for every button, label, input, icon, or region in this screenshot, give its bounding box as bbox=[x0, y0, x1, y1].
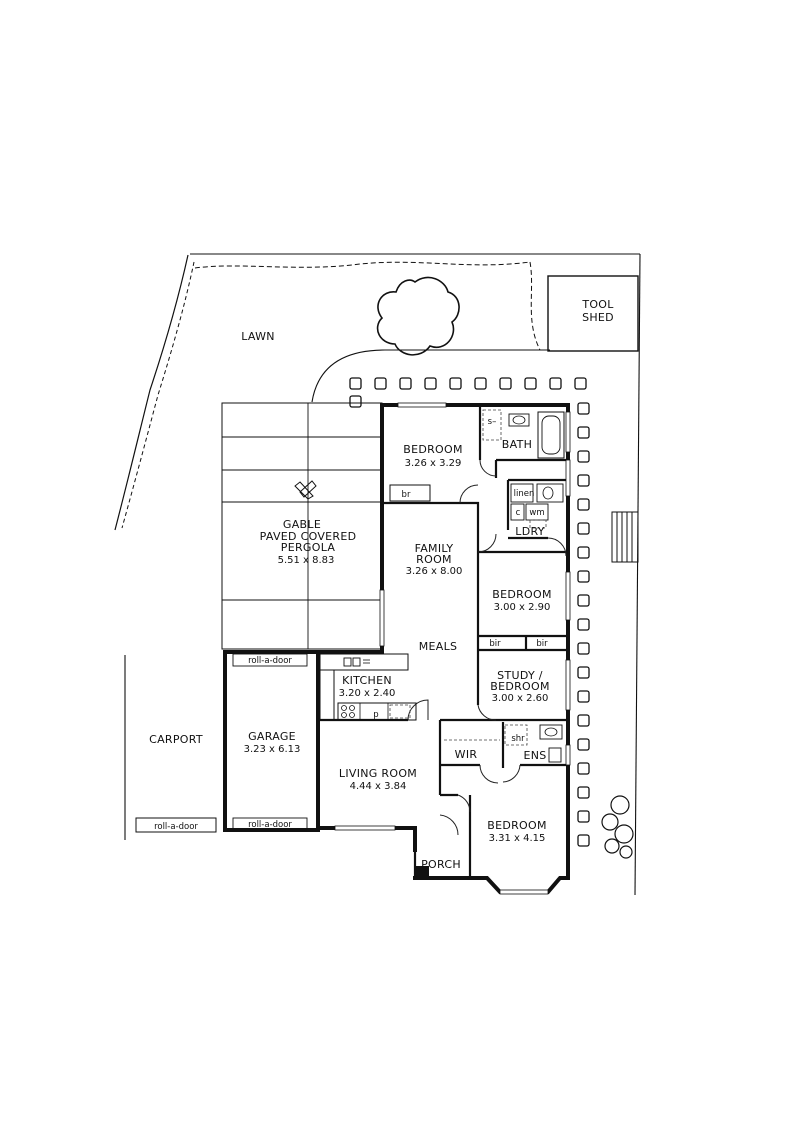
ensuite-shower-label: shr bbox=[511, 734, 525, 744]
paver-stone bbox=[577, 618, 590, 631]
paver-stone bbox=[577, 426, 590, 439]
property-boundary bbox=[114, 253, 641, 896]
wm-label: wm bbox=[529, 508, 544, 518]
paver-stone bbox=[577, 690, 590, 703]
linen-label: linen bbox=[514, 489, 535, 499]
windows bbox=[334, 402, 571, 895]
paver-stone bbox=[577, 714, 590, 727]
bath-shower-label: s– bbox=[488, 417, 497, 427]
porch-label: PORCH bbox=[421, 858, 461, 871]
shrub-icon bbox=[601, 795, 634, 859]
paver-stone bbox=[524, 377, 537, 390]
br-label: br bbox=[402, 490, 411, 500]
garage-dims: 3.23 x 6.13 bbox=[244, 744, 301, 755]
ensuite-fixtures bbox=[504, 724, 563, 763]
paver-stone bbox=[577, 786, 590, 799]
paver-stone bbox=[577, 498, 590, 511]
laundry-fixtures bbox=[510, 483, 564, 529]
paver-stone bbox=[577, 810, 590, 823]
c-label: c bbox=[516, 508, 521, 518]
master-bedroom-label: BEDROOM bbox=[487, 819, 547, 832]
tool-shed: TOOL SHED bbox=[547, 275, 639, 352]
living-room-label: LIVING ROOM bbox=[339, 767, 417, 780]
carport-label: CARPORT bbox=[149, 733, 203, 746]
paver-stone bbox=[577, 546, 590, 559]
tool-shed-label-2: SHED bbox=[582, 311, 614, 324]
family-room-label-2: ROOM bbox=[416, 553, 452, 566]
pergola-line1: GABLE bbox=[283, 518, 321, 531]
paver-stone bbox=[374, 377, 387, 390]
garage-label: GARAGE bbox=[248, 730, 296, 743]
kitchen-fixtures bbox=[319, 653, 417, 721]
paver-stone bbox=[349, 377, 362, 390]
paver-stone bbox=[577, 402, 590, 415]
laundry-label: LDRY bbox=[515, 525, 544, 538]
pergola-line2: PAVED COVERED bbox=[260, 530, 357, 543]
pergola: GABLE PAVED COVERED PERGOLA 5.51 x 8.83 bbox=[221, 402, 383, 650]
pergola-line3: PERGOLA bbox=[281, 541, 336, 554]
kitchen-dims: 3.20 x 2.40 bbox=[339, 688, 396, 699]
bath-label: BATH bbox=[502, 438, 532, 451]
family-room-label-1: FAMILY bbox=[415, 542, 454, 555]
paver-stone bbox=[577, 834, 590, 847]
study-label-1: STUDY / bbox=[497, 669, 543, 682]
bath-fixtures bbox=[482, 409, 565, 459]
kitchen-label: KITCHEN bbox=[342, 674, 392, 687]
ensuite-label: ENS bbox=[523, 749, 546, 762]
paver-stone bbox=[577, 762, 590, 775]
paver-stone bbox=[577, 522, 590, 535]
br-cupboard bbox=[389, 484, 431, 502]
paver-stone bbox=[577, 642, 590, 655]
wir-label: WIR bbox=[455, 748, 478, 761]
door-swings bbox=[407, 459, 567, 836]
paver-stone bbox=[577, 738, 590, 751]
paver-stone bbox=[549, 377, 562, 390]
bir-label-2: bir bbox=[536, 639, 548, 649]
family-room-dims: 3.26 x 8.00 bbox=[406, 566, 463, 577]
steps bbox=[611, 511, 639, 563]
living-room-dims: 4.44 x 3.84 bbox=[350, 781, 407, 792]
pergola-dims: 5.51 x 8.83 bbox=[278, 555, 335, 566]
study-label-2: BEDROOM bbox=[490, 680, 550, 693]
p-label: p bbox=[373, 710, 378, 720]
bedroom-nw-dims: 3.26 x 3.29 bbox=[405, 458, 462, 469]
paver-stone bbox=[499, 377, 512, 390]
paver-stone bbox=[577, 474, 590, 487]
porch-step bbox=[415, 866, 429, 876]
paver-stone bbox=[577, 570, 590, 583]
bedroom-nw-label: BEDROOM bbox=[403, 443, 463, 456]
tool-shed-label-1: TOOL bbox=[581, 298, 614, 311]
paver-stone bbox=[577, 450, 590, 463]
roll-a-door-garage-top: roll-a-door bbox=[248, 656, 292, 666]
tree-icon bbox=[376, 276, 460, 356]
roll-a-door-garage-bottom: roll-a-door bbox=[248, 820, 292, 830]
paver-stone bbox=[349, 395, 362, 408]
bedroom-east-label: BEDROOM bbox=[492, 588, 552, 601]
garage-doors bbox=[135, 653, 308, 833]
master-bedroom-dims: 3.31 x 4.15 bbox=[489, 833, 546, 844]
paver-stone bbox=[577, 666, 590, 679]
paver-stone bbox=[424, 377, 437, 390]
lawn-label: LAWN bbox=[241, 330, 275, 343]
path-edge bbox=[311, 349, 550, 403]
ceiling-fan-icon bbox=[294, 480, 317, 500]
paver-stone bbox=[574, 377, 587, 390]
meals-label: MEALS bbox=[419, 640, 458, 653]
paver-stone bbox=[577, 594, 590, 607]
paver-stone bbox=[399, 377, 412, 390]
paver-stone bbox=[449, 377, 462, 390]
paver-stones bbox=[349, 377, 590, 847]
roll-a-door-carport: roll-a-door bbox=[154, 822, 198, 832]
study-dims: 3.00 x 2.60 bbox=[492, 693, 549, 704]
bir-label-1: bir bbox=[489, 639, 501, 649]
paver-stone bbox=[474, 377, 487, 390]
bedroom-east-dims: 3.00 x 2.90 bbox=[494, 602, 551, 613]
